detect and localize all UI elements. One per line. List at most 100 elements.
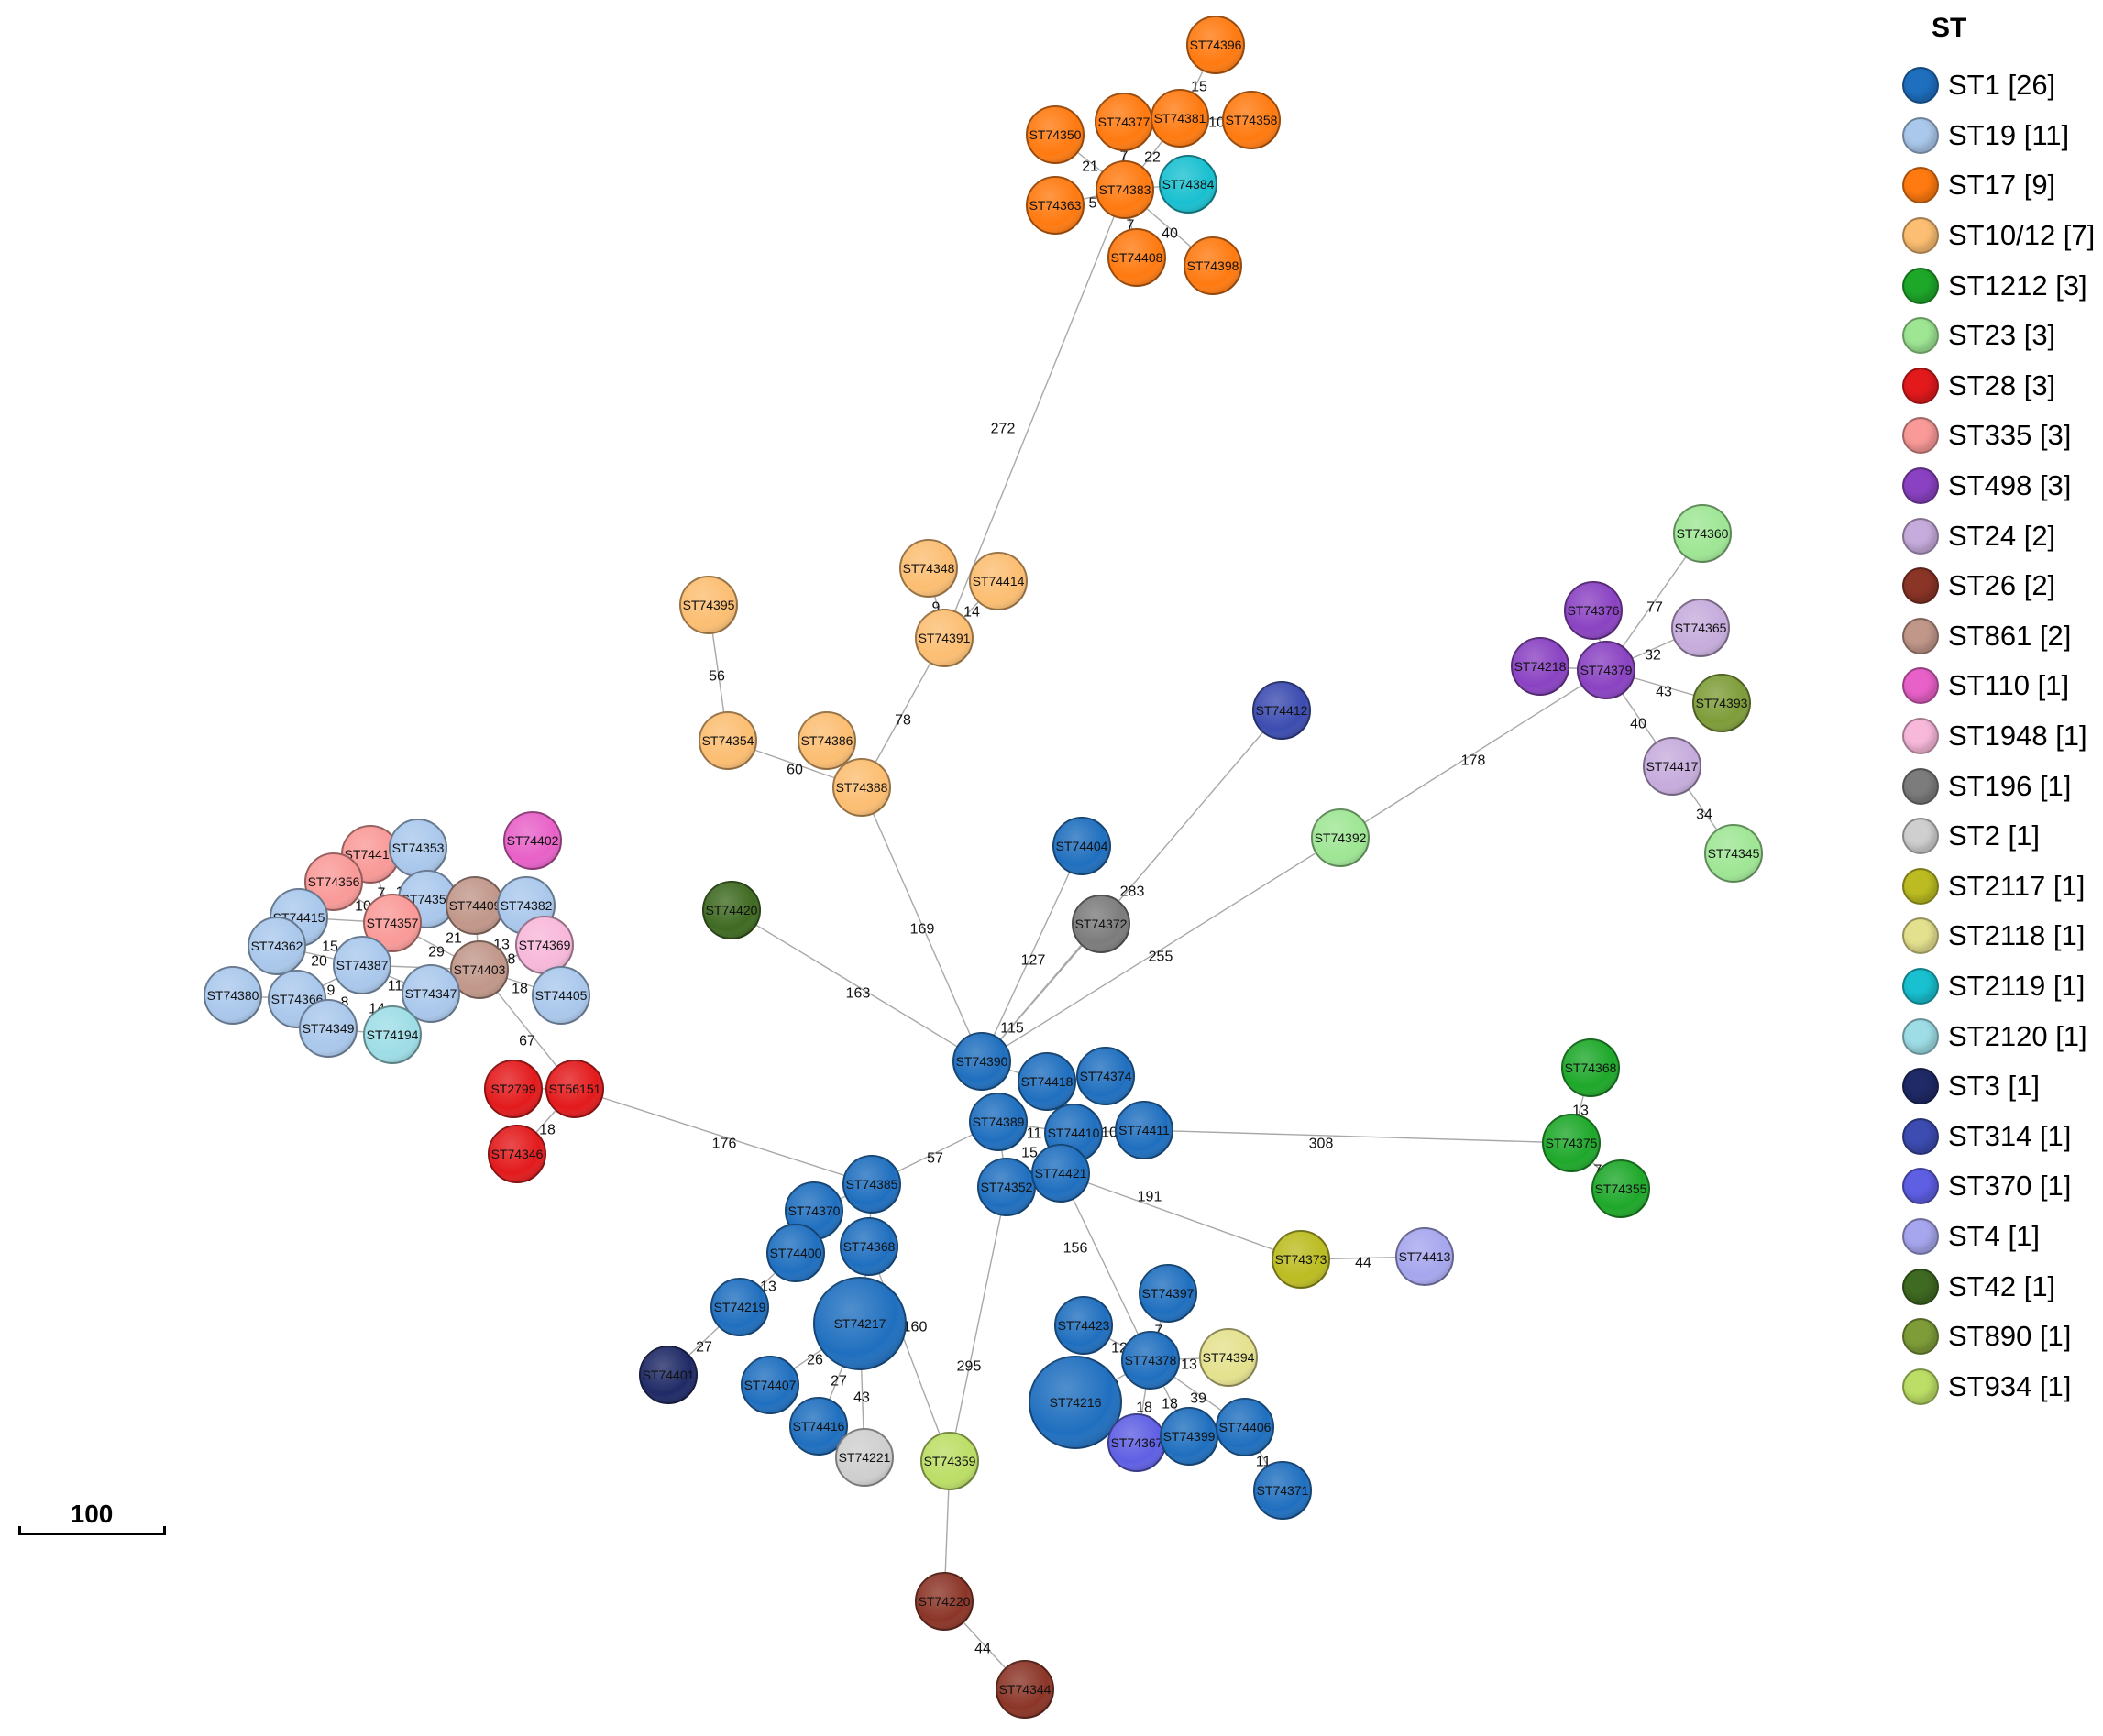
edge-weight-label: 178 (1461, 753, 1486, 769)
edge-weight-label: 15 (1191, 80, 1207, 95)
legend-label: ST890 [1] (1948, 1320, 2072, 1353)
node-label: ST74350 (1029, 127, 1082, 142)
node-label: ST74404 (1056, 839, 1108, 853)
node-label: ST74390 (956, 1054, 1008, 1069)
edge-weight-label: 18 (1136, 1401, 1152, 1416)
node-shading (953, 1033, 1010, 1090)
legend-swatch (1902, 217, 1939, 255)
legend-item: ST314 [1] (1902, 1111, 2099, 1161)
edge-weight-label: 43 (853, 1390, 870, 1406)
legend-item: ST4 [1] (1902, 1212, 2099, 1262)
node-shading (489, 1126, 545, 1182)
node: ST74219 (710, 1278, 769, 1336)
node-shading (1223, 92, 1280, 148)
edge-weight-label: 7 (378, 886, 386, 902)
node-shading (446, 877, 503, 934)
legend-swatch (1902, 67, 1939, 104)
node-label: ST74397 (1142, 1286, 1195, 1301)
legend-label: ST10/12 [7] (1948, 219, 2096, 252)
legend-item: ST2117 [1] (1902, 862, 2099, 912)
node-label: ST74221 (839, 1450, 891, 1465)
node-label: ST74416 (793, 1419, 845, 1434)
node: ST74353 (389, 819, 447, 877)
node-label: ST74396 (1190, 38, 1242, 52)
legend-swatch (1902, 317, 1939, 355)
node-shading (1672, 599, 1729, 656)
node: ST74368 (840, 1217, 898, 1276)
node-shading (1512, 638, 1569, 695)
legend-item: ST1 [26] (1902, 60, 2099, 111)
legend-swatch (1902, 1268, 1939, 1305)
node: ST2799 (484, 1060, 543, 1118)
legend-swatch (1902, 617, 1939, 654)
node-label: ST74405 (535, 988, 588, 1003)
node: ST74217 (813, 1277, 907, 1370)
legend-label: ST370 [1] (1948, 1170, 2072, 1203)
node-label: ST74344 (999, 1682, 1052, 1697)
node-label: ST74399 (1163, 1429, 1216, 1444)
node-label: ST74370 (788, 1203, 841, 1218)
node-shading (640, 1346, 697, 1403)
node-shading (798, 712, 855, 769)
legend-label: ST2 [1] (1948, 819, 2040, 852)
legend-item: ST2118 [1] (1902, 911, 2099, 961)
node-shading (916, 1573, 973, 1630)
edge (861, 786, 983, 1062)
node: ST74386 (798, 711, 856, 770)
edge-weight-label: 115 (1000, 1021, 1024, 1037)
edge (731, 909, 983, 1062)
node-shading (1644, 738, 1701, 795)
edge-weight-label: 40 (1630, 717, 1646, 732)
node: ST74384 (1159, 155, 1217, 214)
node-label: ST74367 (1111, 1435, 1163, 1450)
legend-swatch (1902, 167, 1939, 204)
edge-weight-label: 44 (1355, 1256, 1371, 1271)
node-label: ST74379 (1580, 663, 1633, 677)
node-label: ST74395 (683, 598, 735, 612)
node: ST74218 (1511, 637, 1569, 696)
node-label: ST74402 (507, 833, 559, 848)
node-shading (1108, 1414, 1165, 1471)
node-label: ST74216 (1050, 1395, 1102, 1410)
node-shading (504, 812, 561, 869)
node: ST74346 (488, 1125, 546, 1183)
node-label: ST74389 (973, 1115, 1025, 1129)
node-label: ST74352 (981, 1180, 1033, 1194)
legend-item: ST24 [2] (1902, 511, 2099, 561)
legend-label: ST1 [26] (1948, 69, 2056, 102)
edge-weight-label: 77 (1646, 600, 1663, 616)
node-shading (485, 1060, 542, 1117)
node-label: ST74403 (454, 962, 506, 977)
edge-weight-label: 27 (831, 1374, 847, 1390)
legend-label: ST498 [3] (1948, 469, 2072, 502)
node-label: ST74363 (1029, 198, 1082, 213)
edge-weight-label: 21 (446, 931, 462, 947)
node: ST74344 (996, 1660, 1054, 1719)
legend-swatch (1902, 517, 1939, 555)
node: ST74221 (835, 1428, 894, 1487)
node-shading (1055, 1297, 1112, 1354)
node-shading (402, 965, 459, 1022)
legend-swatch (1902, 1168, 1939, 1205)
node: ST74395 (679, 576, 738, 634)
node-shading (1674, 505, 1731, 562)
legend-item: ST10/12 [7] (1902, 211, 2099, 261)
node-shading (1272, 1231, 1329, 1288)
legend-items: ST1 [26]ST19 [11]ST17 [9]ST10/12 [7]ST12… (1902, 60, 2099, 1412)
node-label: ST74392 (1315, 830, 1367, 845)
legend-item: ST19 [11] (1902, 111, 2099, 161)
node-label: ST74360 (1677, 526, 1729, 541)
node-shading (790, 1398, 847, 1455)
legend-label: ST110 [1] (1948, 669, 2070, 702)
node-shading (1312, 809, 1369, 866)
node-shading (1108, 229, 1165, 286)
node-shading (1253, 682, 1310, 739)
node: ST74397 (1139, 1264, 1197, 1323)
node: ST74387 (333, 936, 391, 994)
edge (1143, 1129, 1572, 1144)
node-label: ST74217 (834, 1316, 886, 1331)
node: ST74373 (1272, 1230, 1330, 1289)
edge (1060, 1172, 1151, 1361)
node-label: ST74385 (846, 1177, 898, 1192)
node: ST74374 (1076, 1047, 1135, 1105)
